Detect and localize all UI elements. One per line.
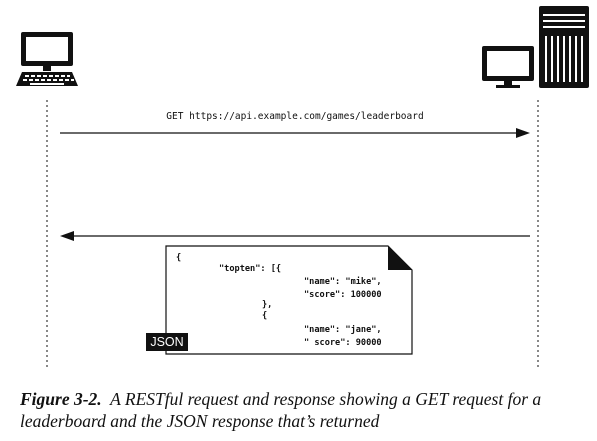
json-line: { bbox=[176, 253, 182, 263]
json-line: { bbox=[262, 311, 268, 321]
json-line: "name": "jane", bbox=[304, 325, 382, 335]
caption-text: A RESTful request and response showing a… bbox=[20, 389, 542, 431]
json-line: "topten": [{ bbox=[219, 264, 282, 274]
server-tower-icon bbox=[539, 6, 589, 88]
json-line: " score": 90000 bbox=[304, 338, 382, 348]
figure-label: Figure 3-2. bbox=[20, 389, 102, 409]
json-badge: JSON bbox=[146, 333, 188, 351]
json-line: }, bbox=[262, 300, 273, 310]
desktop-computer-icon bbox=[16, 32, 78, 86]
request-label: GET https://api.example.com/games/leader… bbox=[166, 111, 424, 122]
json-line: "name": "mike", bbox=[304, 277, 382, 287]
request-arrow bbox=[60, 128, 530, 138]
figure-caption: Figure 3-2. A RESTful request and respon… bbox=[20, 388, 590, 432]
json-line: "score": 100000 bbox=[304, 290, 382, 300]
monitor-icon bbox=[482, 46, 534, 88]
response-arrow bbox=[60, 231, 530, 241]
